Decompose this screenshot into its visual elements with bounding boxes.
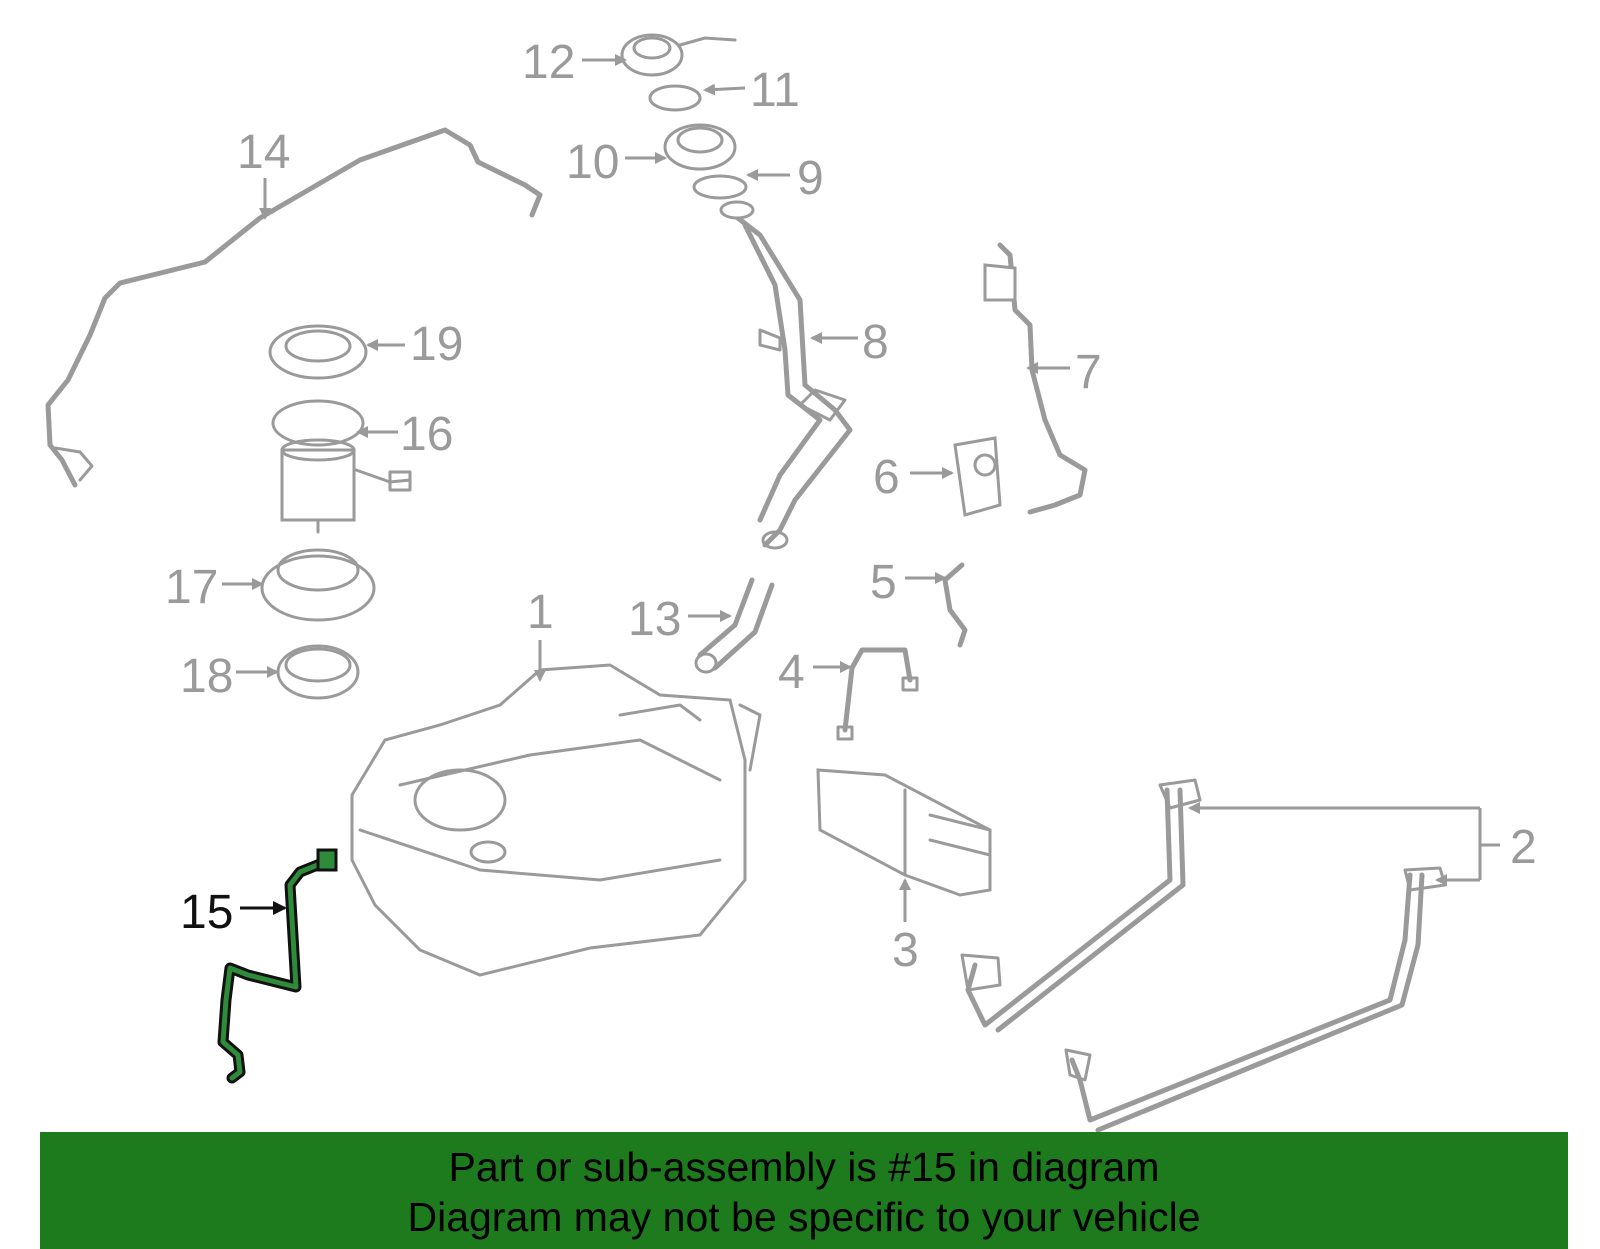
part-2-tank-straps[interactable]: [960, 778, 1447, 1133]
part-14-fuel-line[interactable]: [45, 127, 543, 488]
callout-8: 8: [862, 316, 889, 369]
part-17-gasket[interactable]: [260, 548, 376, 622]
info-banner: Part or sub-assembly is #15 in diagram D…: [40, 1132, 1568, 1249]
callout-2: 2: [1510, 821, 1537, 874]
banner-line-2: Diagram may not be specific to your vehi…: [407, 1194, 1201, 1240]
callout-19: 19: [410, 318, 463, 371]
part-8-filler-pipe[interactable]: [719, 200, 853, 550]
callout-1: 1: [527, 586, 554, 639]
part-18-seal-ring[interactable]: [276, 644, 360, 700]
part-5-hose[interactable]: [942, 562, 968, 648]
callout-10: 10: [566, 136, 619, 189]
part-6-valve[interactable]: [953, 436, 1002, 517]
part-9-seal[interactable]: [692, 174, 748, 200]
part-11-o-ring[interactable]: [648, 84, 702, 112]
callout-5: 5: [870, 556, 897, 609]
callout-17: 17: [165, 561, 218, 614]
callout-16: 16: [400, 408, 453, 461]
callout-12: 12: [522, 36, 575, 89]
part-16-fuel-pump-module[interactable]: [271, 399, 412, 534]
part-7-vent-hose[interactable]: [983, 242, 1088, 515]
part-4-pipe[interactable]: [836, 647, 919, 741]
part-13-hose[interactable]: [694, 577, 775, 674]
callout-7: 7: [1075, 346, 1102, 399]
part-3-canister[interactable]: [816, 768, 992, 897]
callout-18: 18: [180, 650, 233, 703]
callout-9: 9: [797, 152, 824, 205]
part-12-fuel-cap[interactable]: [620, 33, 737, 77]
callout-13: 13: [628, 593, 681, 646]
callout-6: 6: [873, 451, 900, 504]
part-19-lock-ring[interactable]: [268, 324, 368, 380]
part-1-fuel-tank[interactable]: [350, 663, 762, 977]
callout-11: 11: [750, 64, 800, 117]
banner-line-1: Part or sub-assembly is #15 in diagram: [448, 1144, 1160, 1190]
callout-15: 15: [180, 886, 233, 939]
part-15-highlighted-tube[interactable]: [217, 848, 338, 1084]
callout-4: 4: [778, 646, 805, 699]
part-10-filler-seat[interactable]: [663, 123, 737, 171]
callout-14: 14: [237, 126, 290, 179]
callout-3: 3: [892, 924, 919, 977]
